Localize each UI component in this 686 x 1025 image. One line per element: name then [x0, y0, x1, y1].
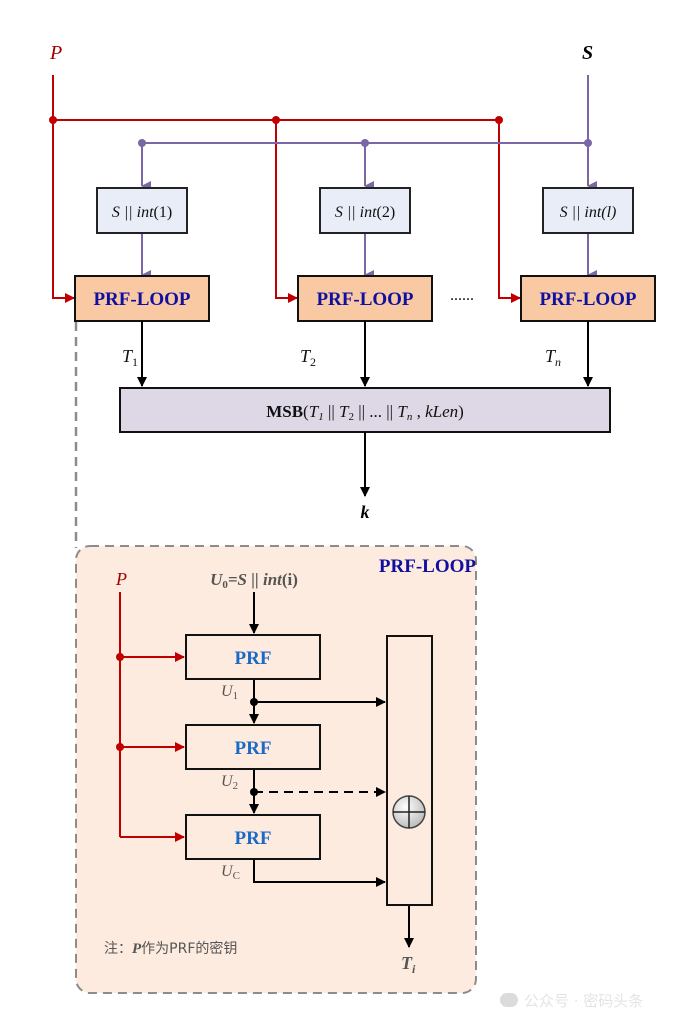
- detail-p-dots: [116, 653, 124, 751]
- concat-box-1: S || int(1): [96, 187, 188, 234]
- prf-loop-box-1: PRF-LOOP: [74, 275, 210, 322]
- svg-text:S || int(1): S || int(1): [112, 204, 172, 221]
- watermark: 公众号 · 密码头条: [500, 988, 680, 1012]
- t2-label: T2: [300, 346, 316, 369]
- svg-text:MSB(T1 || T2 || ... || Tn , kL: MSB(T1 || T2 || ... || Tn , kLen): [266, 402, 464, 423]
- u1-label: U1: [221, 683, 238, 702]
- ti-output-label: Ti: [401, 953, 416, 976]
- s-junction-dots: [138, 139, 592, 147]
- svg-text:S || int(2): S || int(2): [335, 204, 395, 221]
- prf-box-1: PRF: [185, 634, 321, 680]
- key-note: 注：P作为PRF的密钥: [104, 940, 237, 957]
- s-distribution-lines: [141, 75, 597, 280]
- t1-label: T1: [122, 346, 138, 369]
- p-junction-dots: [49, 116, 503, 124]
- concat-1-arg: (1): [154, 204, 173, 221]
- svg-text:PRF: PRF: [235, 648, 272, 669]
- concat-2-arg: (2): [377, 204, 396, 221]
- concat-box-3: S || int(l): [542, 187, 634, 234]
- detail-p-label: P: [115, 569, 127, 589]
- tn-label: Tn: [545, 346, 561, 369]
- svg-text:PRF: PRF: [235, 738, 272, 759]
- u2-label: U2: [221, 773, 238, 792]
- prf-loop-3-label: PRF-LOOP: [539, 289, 636, 310]
- watermark-text: 公众号 · 密码头条: [524, 991, 644, 1010]
- svg-text:PRF: PRF: [235, 828, 272, 849]
- k-output-label: k: [361, 502, 370, 522]
- prf-loop-detail-panel: PRF-LOOP P U0=S || int(i): [75, 545, 477, 994]
- prf-loop-box-2: PRF-LOOP: [297, 275, 433, 322]
- detail-chain-arrows: [249, 592, 414, 948]
- concat-3-func: int: [584, 204, 601, 221]
- s-input-label: S: [582, 42, 593, 64]
- p-input-label: P: [49, 42, 62, 64]
- detail-p-lines: [119, 592, 185, 842]
- u0-label: U0=S || int(i): [210, 570, 298, 591]
- xor-accumulator-box: [386, 635, 433, 906]
- concat-3-arg: (l): [601, 204, 616, 221]
- p-distribution-lines: [52, 75, 521, 303]
- concat-box-2: S || int(2): [319, 187, 411, 234]
- concat-2-prefix: S ||: [335, 204, 360, 221]
- prf-box-2: PRF: [185, 724, 321, 770]
- xor-icon: [392, 795, 426, 829]
- concat-2-func: int: [360, 204, 377, 221]
- detail-title: PRF-LOOP: [379, 556, 476, 577]
- msb-func: MSB: [266, 402, 303, 421]
- wechat-icon: [500, 993, 518, 1007]
- detail-chain-dots: [250, 698, 258, 796]
- ellipsis-label: ......: [450, 287, 474, 304]
- prf-loop-2-label: PRF-LOOP: [316, 289, 413, 310]
- concat-1-func: int: [137, 204, 154, 221]
- concat-1-prefix: S ||: [112, 204, 137, 221]
- uc-label: UC: [221, 863, 240, 882]
- svg-text:S || int(l): S || int(l): [560, 204, 617, 221]
- prf-loop-box-3: PRF-LOOP: [520, 275, 656, 322]
- prf-box-3: PRF: [185, 814, 321, 860]
- t-output-arrows: [137, 321, 593, 387]
- msb-box: MSB(T1 || T2 || ... || Tn , kLen): [119, 387, 611, 433]
- concat-3-prefix: S ||: [560, 204, 585, 221]
- prf-loop-1-label: PRF-LOOP: [93, 289, 190, 310]
